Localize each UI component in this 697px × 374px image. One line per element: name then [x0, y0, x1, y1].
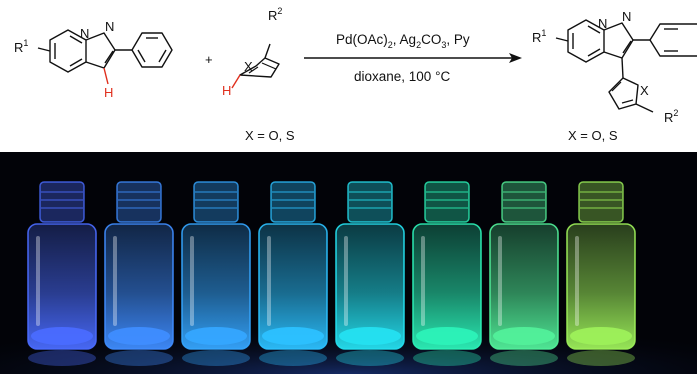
vial-6 [412, 181, 482, 366]
vial-liquid [493, 327, 555, 345]
vial-highlight [113, 236, 117, 326]
reaction-scheme: R1 N N H + R2 X H Pd(OAc)2, Ag2CO3, Py d… [14, 6, 697, 143]
product-n-label: N [598, 16, 607, 31]
vial-neck [39, 181, 85, 223]
vials-photo [0, 152, 697, 374]
vial-reflection [28, 350, 96, 366]
phenyl-ring [131, 32, 173, 68]
vial-reflection [490, 350, 558, 366]
vial-body [104, 223, 174, 350]
x-note-right: X = O, S [568, 128, 618, 143]
vial-4 [258, 181, 328, 366]
vials-illustration [0, 181, 697, 374]
vial-liquid [339, 327, 401, 345]
vial-5 [335, 181, 405, 366]
vial-neck [347, 181, 393, 223]
r1-label: R1 [14, 38, 28, 55]
vial-body [335, 223, 405, 350]
vial-body [412, 223, 482, 350]
vial-neck [270, 181, 316, 223]
x-label-product: X [640, 83, 649, 98]
vial-highlight [190, 236, 194, 326]
vial-liquid [185, 327, 247, 345]
heteroarene-ring [239, 57, 280, 78]
product-n-label-2: N [622, 9, 631, 24]
vial-highlight [421, 236, 425, 326]
plus-sign: + [205, 52, 213, 67]
condition-top: Pd(OAc)2, Ag2CO3, Py [336, 32, 470, 50]
vial-reflection [413, 350, 481, 366]
vial-7 [489, 181, 559, 366]
vial-reflection [567, 350, 635, 366]
condition-bottom: dioxane, 100 °C [354, 69, 450, 84]
vial-8 [566, 181, 636, 366]
vial-highlight [267, 236, 271, 326]
vial-reflection [259, 350, 327, 366]
vial-reflection [182, 350, 250, 366]
vial-body [27, 223, 97, 350]
vial-body [181, 223, 251, 350]
vial-highlight [344, 236, 348, 326]
vial-2 [104, 181, 174, 366]
vial-highlight [498, 236, 502, 326]
h-label-2: H [222, 83, 231, 98]
vial-neck [424, 181, 470, 223]
vial-liquid [31, 327, 93, 345]
vial-liquid [262, 327, 324, 345]
vial-highlight [36, 236, 40, 326]
vial-reflection [336, 350, 404, 366]
product-imidazole-ring [603, 22, 634, 59]
vial-highlight [575, 236, 579, 326]
vial-body [258, 223, 328, 350]
arrowhead [509, 53, 522, 63]
x-label-reactant: X [244, 59, 253, 74]
vial-liquid [108, 327, 170, 345]
vial-body [489, 223, 559, 350]
h-label-1: H [104, 85, 113, 100]
vial-neck [193, 181, 239, 223]
product-r2-label: R2 [664, 108, 678, 125]
vial-3 [181, 181, 251, 366]
product-r1-label: R1 [532, 28, 546, 45]
x-note-left: X = O, S [245, 128, 295, 143]
vial-reflection [105, 350, 173, 366]
vial-neck [501, 181, 547, 223]
product-phenyl-ring [649, 23, 697, 41]
n-atom-label-2: N [105, 19, 114, 34]
vial-1 [27, 181, 97, 366]
vial-liquid [416, 327, 478, 345]
r2-label: R2 [268, 6, 282, 23]
imidazole-ring [85, 32, 116, 69]
vial-neck [578, 181, 624, 223]
product-heteroarene-ring [608, 77, 639, 110]
vial-body [566, 223, 636, 350]
vial-liquid [570, 327, 632, 345]
n-atom-label: N [80, 26, 89, 41]
vial-neck [116, 181, 162, 223]
